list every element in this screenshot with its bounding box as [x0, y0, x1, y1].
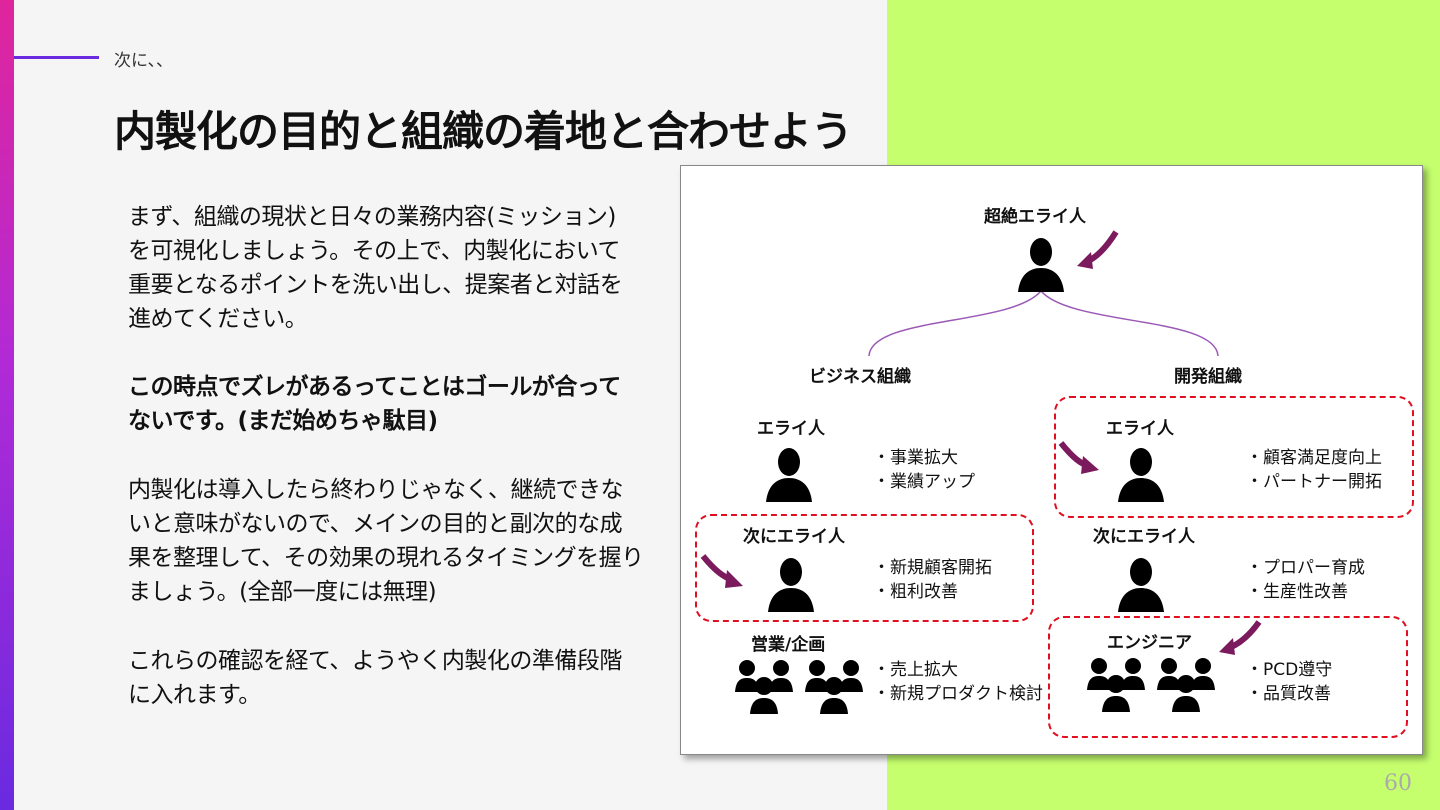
section-label: 次に、、	[114, 51, 173, 71]
person-icon	[766, 448, 812, 502]
accent-bar	[0, 0, 14, 810]
list-item: ・品質改善	[1246, 684, 1331, 704]
paragraph-line: 内製化は導入したら終わりじゃなく、継続できな	[128, 477, 624, 503]
business-level1-items: ・事業拡大 ・業績アップ	[873, 446, 975, 494]
business-level2-items: ・新規顧客開拓 ・粗利改善	[873, 556, 992, 604]
page-number: 60	[1384, 771, 1412, 796]
arrow-icon	[1058, 441, 1099, 474]
person-icon	[1118, 448, 1164, 502]
dev-level1-items: ・顧客満足度向上 ・パートナー開拓	[1246, 446, 1382, 494]
list-item: ・生産性改善	[1246, 582, 1348, 602]
list-item: ・事業拡大	[873, 448, 958, 468]
paragraph-line: これらの確認を経て、ようやく内製化の準備段階	[128, 648, 622, 674]
connector-dev	[1040, 290, 1219, 357]
diagram-connectors	[700, 230, 1262, 655]
highlight-box	[1048, 616, 1408, 738]
paragraph-line: 重要となるポイントを洗い出し、提案者と対話を	[128, 272, 623, 298]
dev-level3-label: エンジニア	[1107, 633, 1192, 653]
dev-org-title: 開発組織	[1174, 367, 1242, 387]
business-level2-label: 次にエライ人	[743, 527, 845, 547]
top-executive-label: 超絶エライ人	[984, 207, 1086, 227]
paragraph-line: ましょう。(全部一度には無理)	[128, 579, 437, 605]
paragraph-2-emphasis: この時点でズレがあるってことはゴールが合って ないです。(まだ始めちゃ駄目)	[128, 370, 668, 438]
person-icon	[1118, 558, 1164, 612]
paragraph-line: 果を整理して、その効果の現れるタイミングを握り	[128, 545, 644, 571]
list-item: ・業績アップ	[873, 472, 975, 492]
team-icon	[1087, 658, 1215, 712]
paragraph-3: 内製化は導入したら終わりじゃなく、継続できな いと意味がないので、メインの目的と…	[128, 473, 668, 609]
paragraph-4: これらの確認を経て、ようやく内製化の準備段階 に入れます。	[128, 644, 668, 712]
arrow-icon	[700, 554, 743, 588]
list-item: ・パートナー開拓	[1246, 472, 1382, 492]
dev-level1-label: エライ人	[1106, 419, 1174, 439]
paragraph-line: を可視化しましょう。その上で、内製化において	[128, 238, 621, 264]
paragraph-1: まず、組織の現状と日々の業務内容(ミッション) を可視化しましょう。その上で、内…	[128, 200, 668, 336]
business-org-title: ビジネス組織	[809, 367, 911, 387]
business-level1-label: エライ人	[757, 419, 825, 439]
list-item: ・新規プロダクト検討	[873, 684, 1043, 704]
connector-business	[868, 290, 1042, 357]
business-level3-label: 営業/企画	[751, 635, 826, 655]
paragraph-line: 進めてください。	[128, 306, 308, 332]
team-icon	[735, 660, 863, 714]
person-icon	[1018, 238, 1064, 292]
paragraph-line: ないです。(まだ始めちゃ駄目)	[128, 408, 438, 434]
business-level3-items: ・売上拡大 ・新規プロダクト検討	[873, 658, 1043, 706]
list-item: ・顧客満足度向上	[1246, 448, 1382, 468]
arrow-icon	[1077, 230, 1119, 269]
list-item: ・粗利改善	[873, 582, 958, 602]
org-diagram: 超絶エライ人 ビジネス組織 開発組織 エライ人 ・事業拡大 ・業績アップ エライ…	[680, 165, 1423, 755]
slide-title: 内製化の目的と組織の着地と合わせよう	[114, 107, 853, 156]
highlight-box	[1054, 396, 1414, 518]
paragraph-line: まず、組織の現状と日々の業務内容(ミッション)	[128, 204, 616, 230]
arrow-icon	[1219, 620, 1262, 655]
paragraph-line: この時点でズレがあるってことはゴールが合って	[128, 374, 621, 400]
list-item: ・プロパー育成	[1246, 558, 1365, 578]
paragraph-line: に入れます。	[128, 682, 261, 708]
dev-level2-items: ・プロパー育成 ・生産性改善	[1246, 556, 1365, 604]
highlight-box	[695, 514, 1034, 622]
dev-level3-items: ・PCD遵守 ・品質改善	[1246, 658, 1332, 706]
dev-level2-label: 次にエライ人	[1093, 527, 1195, 547]
list-item: ・売上拡大	[873, 660, 958, 680]
list-item: ・新規顧客開拓	[873, 558, 992, 578]
section-divider-line	[14, 56, 99, 59]
person-icon	[768, 558, 814, 612]
list-item: ・PCD遵守	[1246, 660, 1333, 680]
paragraph-line: いと意味がないので、メインの目的と副次的な成	[128, 511, 623, 537]
